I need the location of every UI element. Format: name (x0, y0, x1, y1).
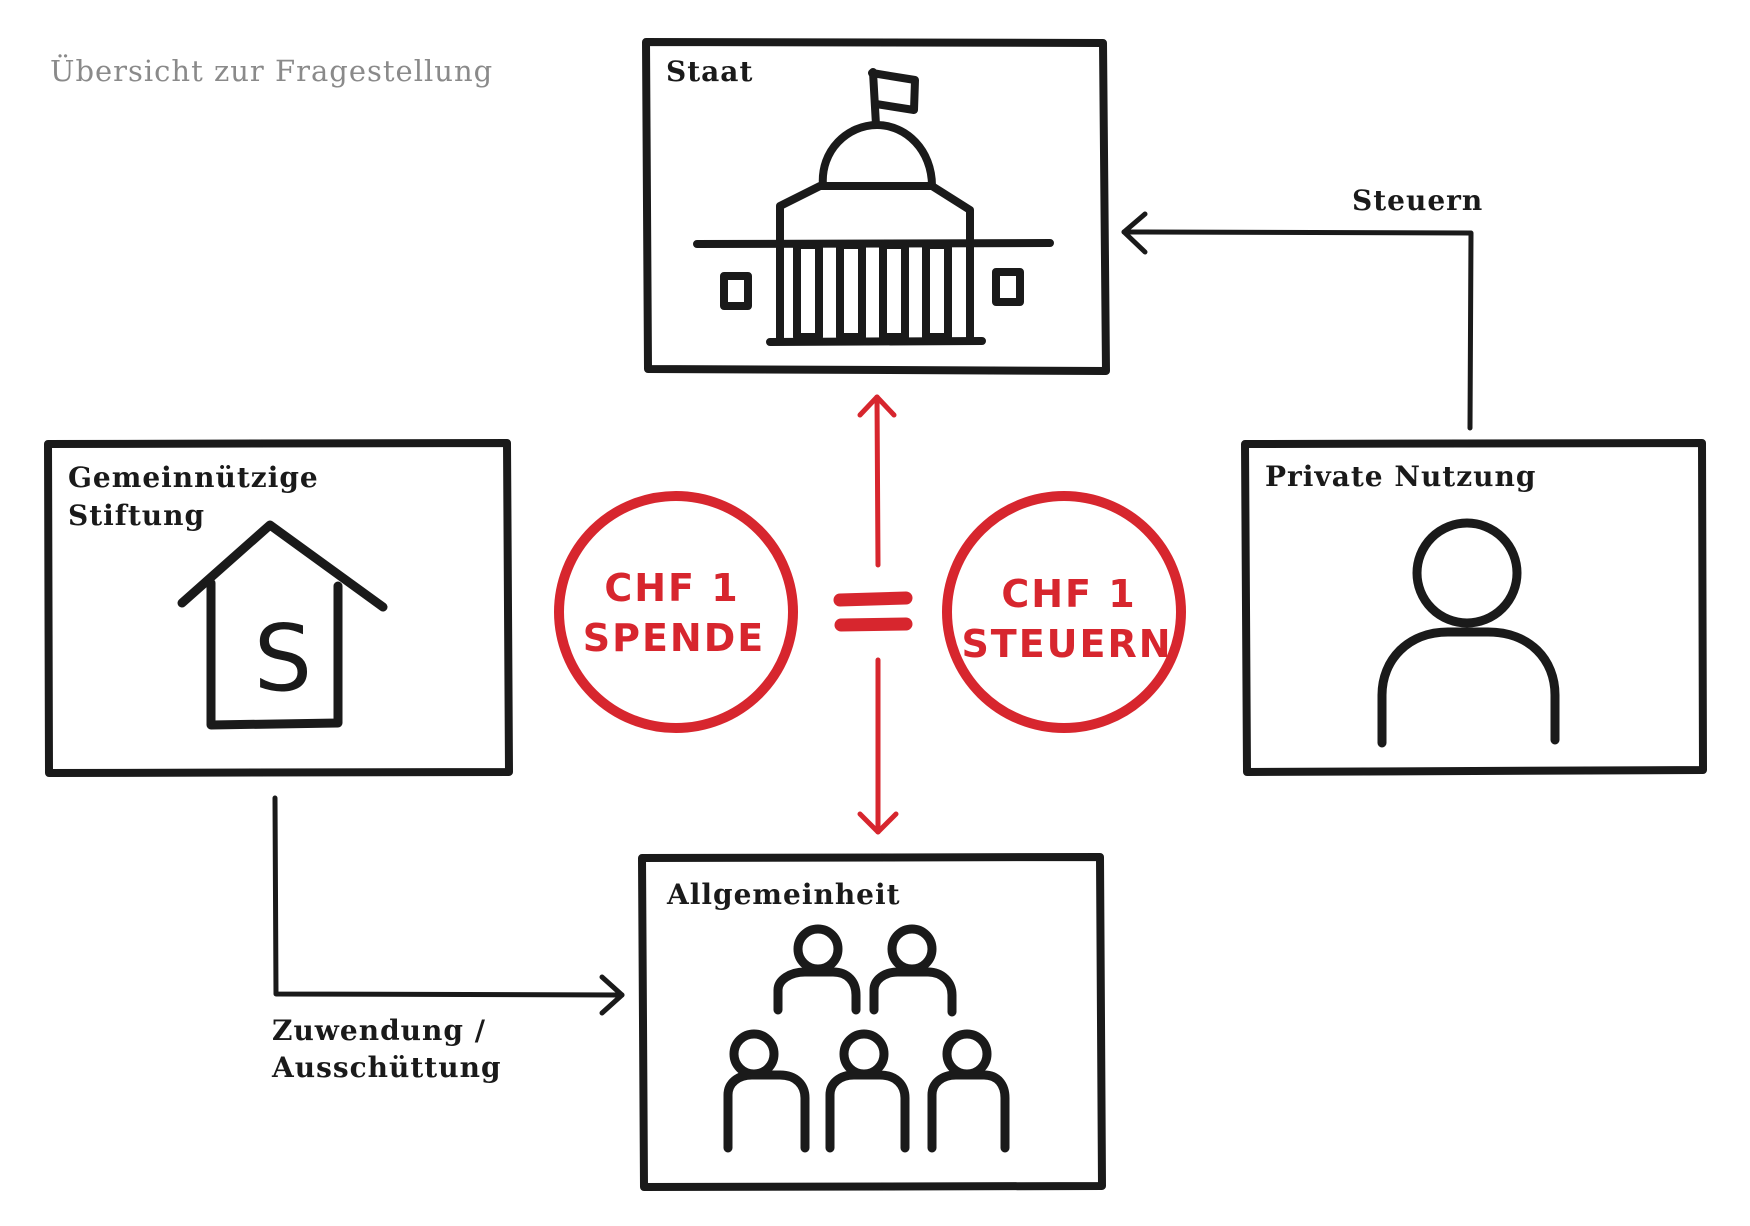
node-label-private: Private Nutzung (1265, 460, 1537, 493)
foundation-letter: S (254, 605, 312, 712)
edge-label-steuern: Steuern (1352, 184, 1484, 217)
node-label-staat: Staat (666, 55, 754, 88)
foundation-house-icon (177, 520, 388, 730)
box-private (1241, 439, 1707, 776)
coin-steuern (942, 491, 1186, 733)
group-of-people-icon (723, 924, 1010, 1153)
coin-steuern-line1: CHF 1 (1001, 572, 1136, 616)
arrow-zuwendung (272, 795, 625, 1016)
person-icon (1377, 518, 1560, 748)
box-stiftung (44, 439, 513, 777)
page-title: Übersicht zur Fragestellung (50, 54, 494, 88)
coin-spende (554, 491, 798, 733)
edge-label-zuwendung-line2: Ausschüttung (272, 1051, 502, 1084)
arrow-steuern (1121, 211, 1474, 431)
coin-steuern-line2: STEUERN (961, 622, 1172, 666)
node-label-allgemeinheit: Allgemeinheit (667, 878, 901, 911)
node-label-stiftung-line1: Gemeinnützige (68, 461, 319, 494)
coin-spende-line2: SPENDE (583, 616, 765, 660)
parliament-building-icon (693, 68, 1054, 346)
arrow-staat-allgemeinheit (857, 394, 899, 835)
coin-spende-line1: CHF 1 (604, 566, 739, 610)
box-allgemeinheit (638, 853, 1106, 1191)
equals-sign (833, 591, 913, 632)
node-label-stiftung-line2: Stiftung (68, 499, 206, 532)
box-staat (642, 38, 1110, 375)
edge-label-zuwendung-line1: Zuwendung / (272, 1014, 486, 1047)
